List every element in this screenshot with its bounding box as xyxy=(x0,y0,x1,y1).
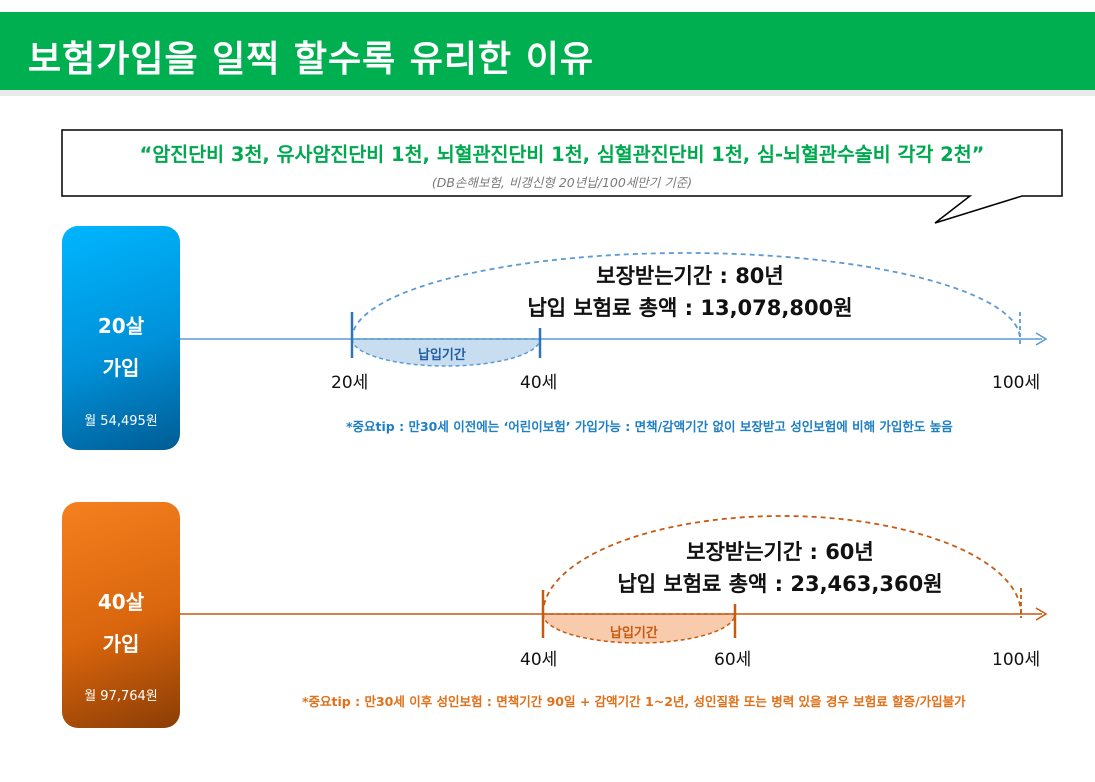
join-label: 가입 xyxy=(102,356,140,380)
tip-20: *중요tip : 만30세 이전에는 ‘어린이보험’ 가입가능 : 면책/감액기… xyxy=(346,419,953,434)
payment-period-label: 납입기간 xyxy=(610,626,658,641)
tick-label-mid: 60세 xyxy=(714,650,752,670)
join-label: 가입 xyxy=(102,632,140,656)
arrow-head xyxy=(1035,607,1048,621)
tick-label-end: 100세 xyxy=(992,650,1041,670)
quote-text: “암진단비 3천, 유사암진단비 1천, 뇌혈관진단비 1천, 심혈관진단비 1… xyxy=(139,143,985,166)
timeline-20 xyxy=(180,252,1048,367)
age-card-20: 20살 가입 월 54,495원 xyxy=(62,226,180,450)
age-label: 40살 xyxy=(97,590,145,614)
tick-label-start: 20세 xyxy=(331,373,369,393)
page-title: 보험가입을 일찍 할수록 유리한 이유 xyxy=(28,39,594,80)
summary-40: 보장받는기간 : 60년 납입 보험료 총액 : 23,463,360원 xyxy=(560,536,1000,600)
tick-label-end: 100세 xyxy=(992,373,1041,393)
divider xyxy=(0,90,1095,96)
payment-period-label: 납입기간 xyxy=(418,348,466,363)
summary-20: 보장받는기간 : 80년 납입 보험료 총액 : 13,078,800원 xyxy=(470,260,910,324)
age-card-40: 40살 가입 월 97,764원 xyxy=(62,502,180,728)
title-bar: 보험가입을 일찍 할수록 유리한 이유 xyxy=(0,12,1095,90)
coverage-period: 보장받는기간 : 60년 xyxy=(686,540,874,564)
total-premium: 납입 보험료 총액 : 13,078,800원 xyxy=(527,296,853,320)
timeline-40 xyxy=(180,515,1048,644)
top-strip xyxy=(0,0,1095,12)
monthly-premium: 월 97,764원 xyxy=(84,689,158,704)
payment-period-shape xyxy=(542,613,736,644)
age-label: 20살 xyxy=(97,314,145,338)
coverage-period: 보장받는기간 : 80년 xyxy=(596,264,784,288)
payment-period-shape xyxy=(351,338,541,367)
total-premium: 납입 보험료 총액 : 23,463,360원 xyxy=(617,572,943,596)
tick-label-mid: 40세 xyxy=(520,373,558,393)
monthly-premium: 월 54,495원 xyxy=(84,414,158,429)
speech-bubble xyxy=(61,129,1063,224)
tick-label-start: 40세 xyxy=(520,650,558,670)
coverage-arc xyxy=(351,252,1021,340)
quote-source: (DB손해보험, 비갱신형 20년납/100세만기 기준) xyxy=(431,175,693,190)
coverage-arc xyxy=(542,515,1022,615)
tip-40: *중요tip : 만30세 이후 성인보험 : 면책기간 90일 + 감액기간 … xyxy=(302,694,966,709)
arrow-head xyxy=(1035,332,1048,346)
